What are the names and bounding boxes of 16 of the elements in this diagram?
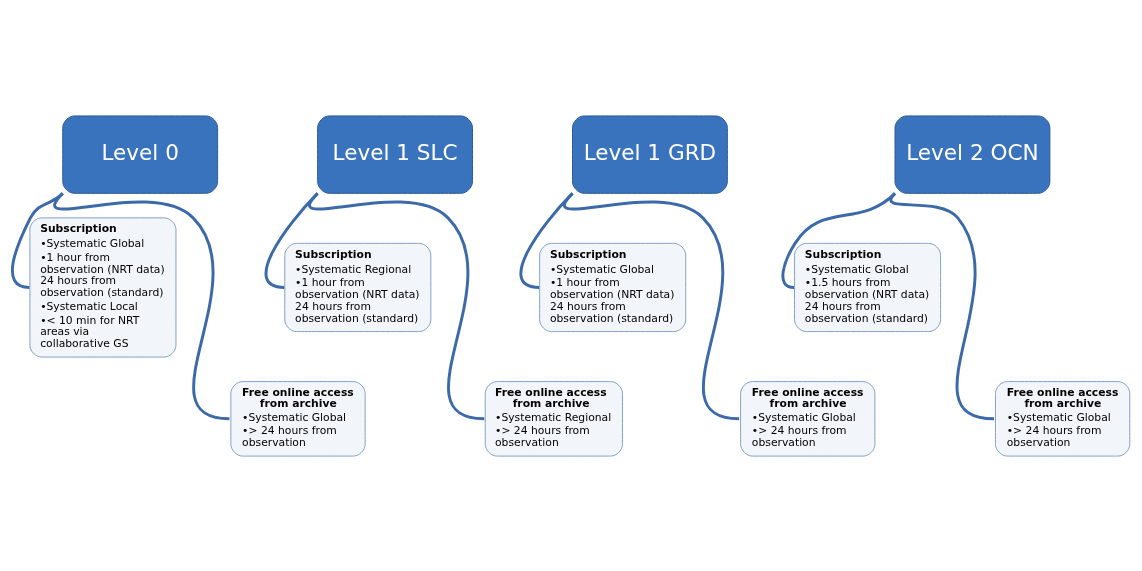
- node-box: Subscription •Systematic Regional •1 hour from observation (NRT data) 24 hours from observation (standard): [284, 242, 432, 332]
- node-box: Free online access from archive •Systematic Global •> 24 hours from observation: [995, 380, 1131, 457]
- connector: [308, 191, 485, 420]
- connector: [563, 191, 740, 420]
- node-box: Subscription •Systematic Global •1 hour from observation (NRT data) 24 hours from observation (standard) •Systematic Local •< 10 min for NRT areas via collaborative GS: [29, 216, 177, 358]
- connector: [889, 191, 995, 420]
- node-box: Free online access from archive •Systematic Global •> 24 hours from observation: [740, 380, 876, 457]
- node-box: Level 2 OCN: [894, 114, 1051, 194]
- node-box: Subscription •Systematic Global •1.5 hours from observation (NRT data) 24 hours from observation (standard): [794, 242, 942, 332]
- node-box: Level 1 SLC: [317, 114, 473, 194]
- node-box: Level 1 GRD: [572, 114, 728, 194]
- node-box: Free online access from archive •Systematic Regional •> 24 hours from observation: [484, 380, 623, 457]
- node-box: Subscription •Systematic Global •1 hour from observation (NRT data) 24 hours from observation (standard): [539, 242, 687, 332]
- node-box: Level 0: [62, 114, 219, 194]
- connector: [53, 191, 230, 420]
- node-box: Free online access from archive •Systematic Global •> 24 hours from observation: [230, 380, 366, 457]
